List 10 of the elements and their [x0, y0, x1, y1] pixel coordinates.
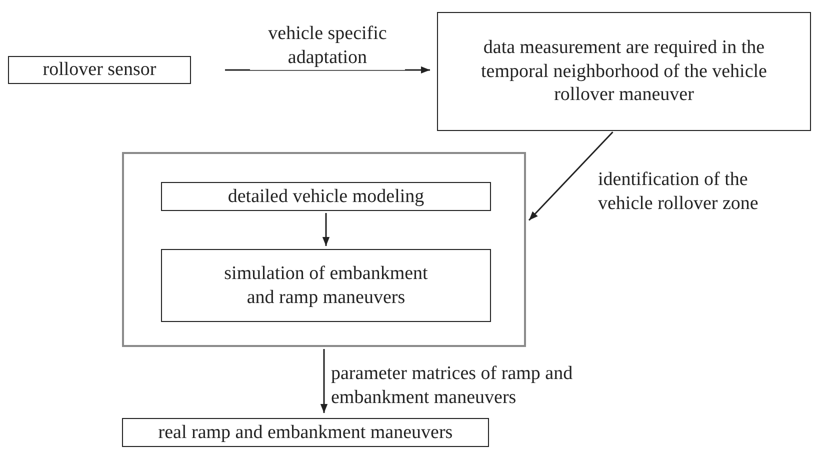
arrow — [528, 131, 614, 221]
process-box: simulation of embankment and ramp maneuvers — [161, 249, 491, 322]
process-box: rollover sensor — [8, 56, 191, 84]
arrow — [320, 349, 328, 413]
process-box: detailed vehicle modeling — [161, 182, 491, 211]
process-box: real ramp and embankment maneuvers — [122, 418, 489, 447]
process-box: data measurement are required in the temporal neighborhood of the vehicle rollover maneuver — [437, 12, 811, 131]
group-frame — [122, 152, 526, 347]
arrow — [225, 66, 430, 74]
arrow — [322, 213, 330, 246]
